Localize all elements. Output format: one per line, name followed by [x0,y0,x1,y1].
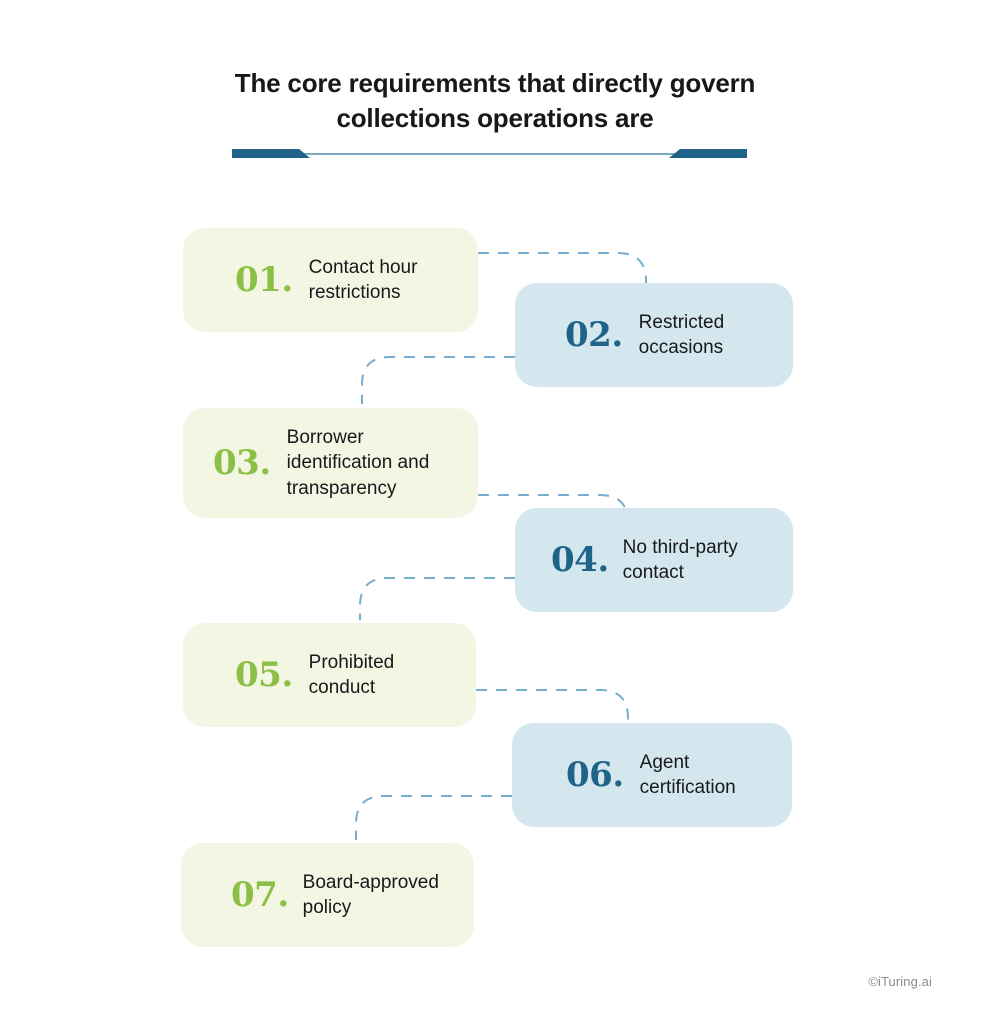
list-item-card-05[interactable]: 05. Prohibited conduct [183,623,476,727]
divider-hairline [232,153,747,155]
card-label-07: Board-approved policy [302,871,439,918]
card-number-06: 06. [566,755,624,795]
connector-06-to-07 [355,795,512,840]
card-label-01: Contact hour restrictions [308,256,418,303]
list-item-card-04[interactable]: 04. No third-party contact [515,508,793,612]
card-number-03: 03. [213,443,271,483]
divider-accent-right [669,149,747,158]
list-item-card-03[interactable]: 03. Borrower identification and transpar… [183,408,478,518]
card-label-05: Prohibited conduct [308,651,395,698]
card-number-02: 02. [565,315,623,355]
list-item-card-07[interactable]: 07. Board-approved policy [181,843,474,947]
connector-04-to-05 [359,577,515,620]
card-label-03: Borrower identification and transparency [286,427,430,499]
page-title-line-1: The core requirements that directly gove… [234,68,756,98]
card-number-04: 04. [551,540,609,580]
list-item-card-01[interactable]: 01. Contact hour restrictions [183,228,478,332]
card-number-05: 05. [235,655,293,695]
card-label-02: Restricted occasions [638,311,725,358]
page-title: The core requirements that directly gove… [145,66,845,135]
divider-accent-left [232,149,310,158]
connector-02-to-03 [361,356,515,404]
card-number-01: 01. [235,260,293,300]
list-item-card-02[interactable]: 02. Restricted occasions [515,283,793,387]
page-title-line-2: collections operations are [336,102,654,133]
title-divider [232,146,747,160]
card-number-07: 07. [231,875,289,915]
footer-credit: ©iTuring.ai [868,974,932,989]
card-label-04: No third-party contact [622,536,738,583]
card-label-06: Agent certification [639,751,736,798]
list-item-card-06[interactable]: 06. Agent certification [512,723,792,827]
